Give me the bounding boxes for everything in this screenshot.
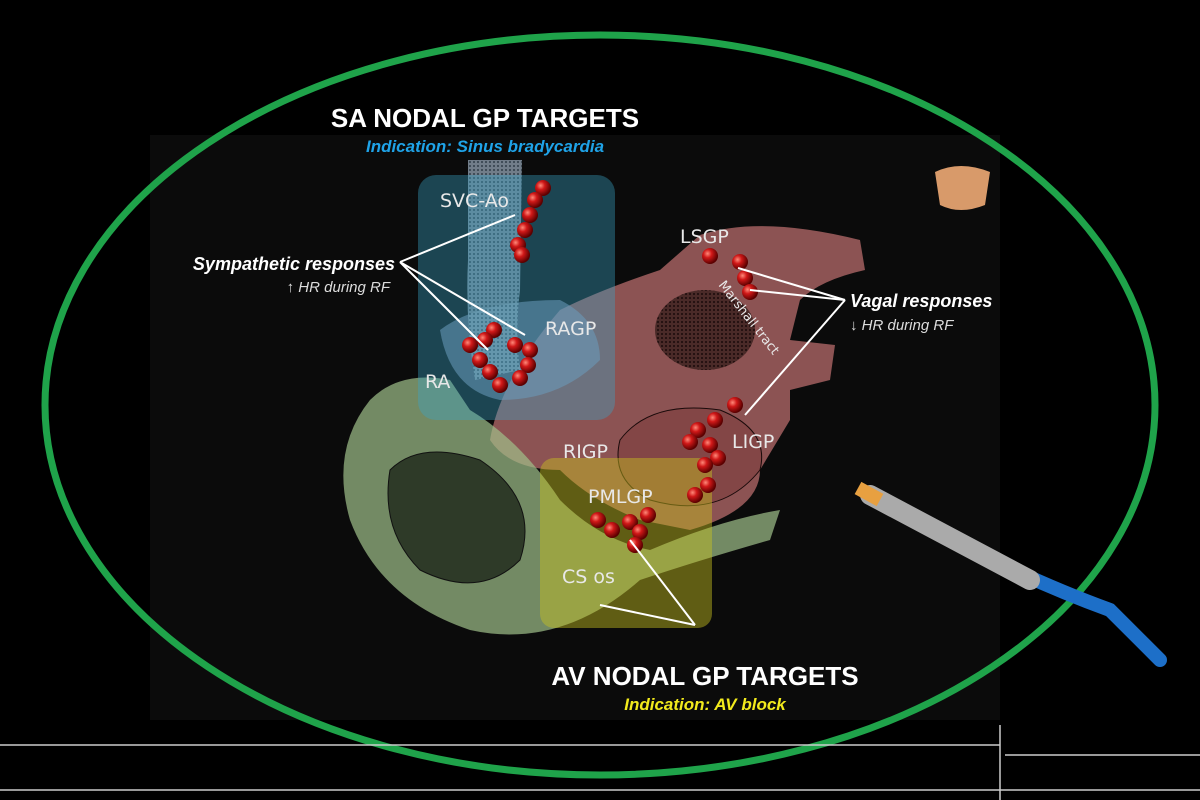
lesion-marker [590,512,606,528]
av-nodal-title: AV NODAL GP TARGETS [551,661,858,691]
label-cs-os: CS os [562,566,615,588]
lesion-marker [522,342,538,358]
lesion-marker [727,397,743,413]
lesion-marker [702,248,718,264]
lesion-marker [622,514,638,530]
lesion-marker [632,524,648,540]
sympathetic-detail: ↑ HR during RF [287,279,391,296]
torso-orientation-icon [935,166,990,210]
ecg-traces [0,725,1200,800]
lesion-marker [732,254,748,270]
lesion-marker [512,370,528,386]
sympathetic-title: Sympathetic responses [193,254,395,274]
label-svc-ao: SVC-Ao [440,190,509,212]
lesion-marker [514,247,530,263]
label-rigp: RIGP [563,441,608,463]
vagal-detail: ↓ HR during RF [850,317,954,334]
lesion-marker [682,434,698,450]
ablation-lesions [462,180,758,553]
lesion-marker [527,192,543,208]
ablation-catheter-icon [854,481,1167,667]
lesion-marker [687,487,703,503]
lesion-marker [507,337,523,353]
sa-nodal-title: SA NODAL GP TARGETS [331,103,639,133]
sa-nodal-target-box [418,175,615,420]
av-nodal-target-box [540,458,712,628]
lesion-marker [522,207,538,223]
lesion-marker [707,412,723,428]
lesion-marker [702,437,718,453]
label-lsgp: LSGP [680,226,729,248]
lesion-marker [520,357,536,373]
vagal-title: Vagal responses [850,291,992,311]
lesion-marker [472,352,488,368]
label-pmlgp: PMLGP [588,486,653,508]
lesion-marker [640,507,656,523]
lesion-marker [697,457,713,473]
lesion-marker [690,422,706,438]
lesion-marker [604,522,620,538]
lesion-marker [517,222,533,238]
lesion-marker [492,377,508,393]
sa-nodal-indication: Indication: Sinus bradycardia [366,137,604,156]
label-ragp: RAGP [545,318,596,340]
lesion-marker [710,450,726,466]
lesion-marker [700,477,716,493]
label-ra: RA [425,371,450,393]
lesion-marker [737,270,753,286]
lesion-marker [742,284,758,300]
lesion-marker [535,180,551,196]
lesion-marker [482,364,498,380]
response-arrows [399,214,846,626]
mitral-valve-mesh [655,290,755,370]
target-ellipse [41,31,1159,779]
left-atrium-model [490,226,865,530]
av-nodal-indication: Indication: AV block [624,695,787,714]
label-ligp: LIGP [732,431,774,453]
lesion-marker [462,337,478,353]
